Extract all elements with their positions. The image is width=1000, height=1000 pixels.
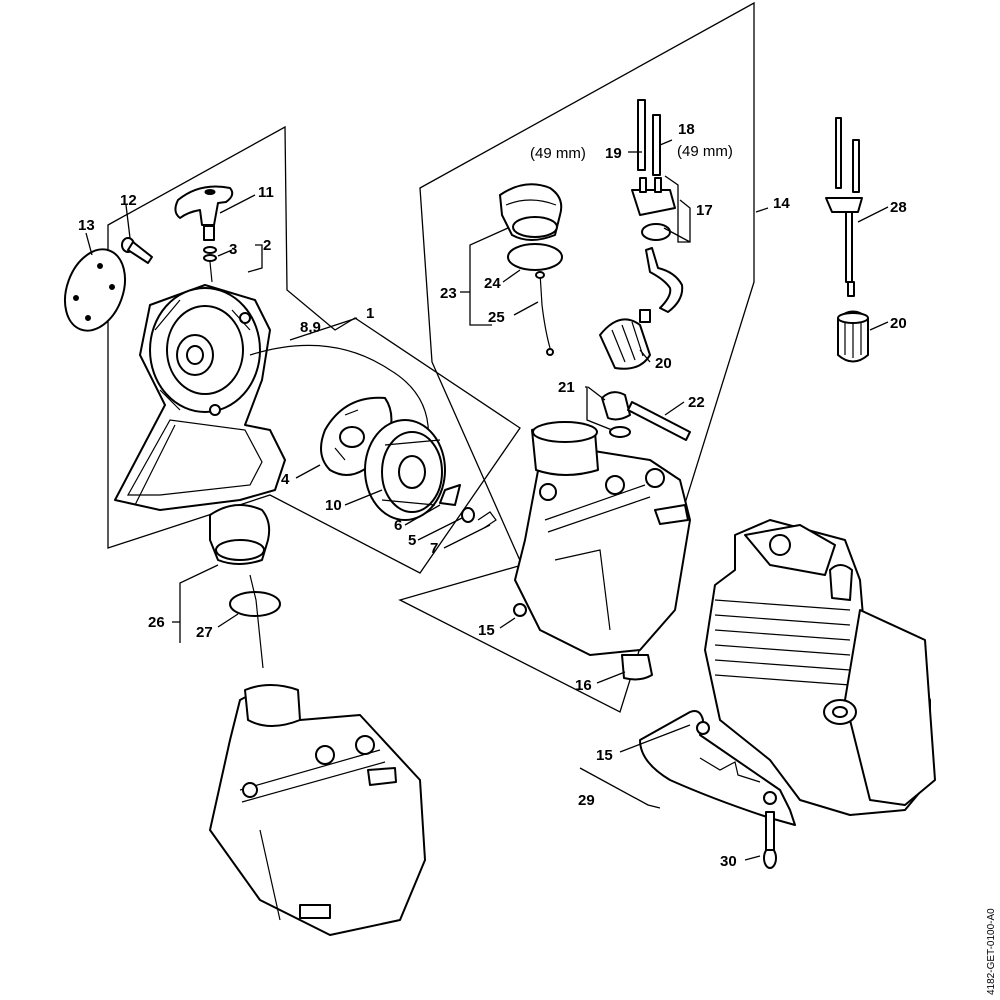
label-27: 27 — [196, 624, 213, 641]
screw-30 — [763, 811, 777, 869]
engine — [704, 519, 936, 816]
pawl — [439, 484, 461, 506]
label-5: 5 — [408, 532, 416, 549]
cap-seal — [507, 243, 563, 271]
cover-plate — [64, 248, 126, 332]
dimension-18: (49 mm) — [677, 143, 733, 160]
label-1: 1 — [366, 305, 374, 322]
tank-group-frame — [398, 1, 755, 713]
fuel-lines — [637, 99, 661, 176]
label-3: 3 — [229, 241, 237, 258]
label-20-right: 20 — [890, 315, 907, 332]
tank-fitting-16 — [621, 654, 653, 681]
fuel-filter — [599, 309, 651, 370]
label-26: 26 — [148, 614, 165, 631]
fuel-hose — [645, 247, 684, 313]
vent-tube — [627, 401, 691, 441]
label-30: 30 — [720, 853, 737, 870]
fuel-line-28 — [825, 117, 863, 297]
fuel-filter-right — [837, 310, 869, 363]
tank-vent — [601, 391, 631, 438]
spring-clip — [477, 511, 497, 529]
fuel-tank — [513, 421, 691, 656]
rope-rotor — [364, 419, 446, 521]
label-29: 29 — [578, 792, 595, 809]
label-18: 18 — [678, 121, 695, 138]
label-17: 17 — [696, 202, 713, 219]
tank-cap — [499, 183, 563, 241]
cap-seal-lower — [229, 591, 281, 617]
label-22: 22 — [688, 394, 705, 411]
label-16: 16 — [575, 677, 592, 694]
label-24: 24 — [484, 275, 501, 292]
label-2: 2 — [263, 237, 271, 254]
label-20: 20 — [655, 355, 672, 372]
leader-lines — [85, 139, 889, 861]
drawing-code: 4182-GET-0100-A0 — [986, 908, 997, 995]
label-14: 14 — [773, 195, 790, 212]
label-19: 19 — [605, 145, 622, 162]
label-6: 6 — [394, 517, 402, 534]
washer — [461, 507, 475, 523]
part-labels: 1 2 3 4 5 6 7 8,9 10 11 12 13 14 15 15 1… — [78, 121, 997, 995]
starter-cover — [114, 284, 286, 511]
fuel-tank-lower — [209, 684, 426, 936]
label-13: 13 — [78, 217, 95, 234]
label-11: 11 — [258, 184, 274, 201]
engine-cover-29 — [639, 710, 796, 826]
label-25: 25 — [488, 309, 505, 326]
screw-12 — [121, 237, 153, 264]
retainer-25 — [535, 271, 554, 356]
tank-cap-lower — [209, 504, 271, 565]
starter-grip — [174, 185, 234, 283]
label-23: 23 — [440, 285, 457, 302]
label-7: 7 — [430, 540, 438, 557]
nut-15b — [696, 721, 710, 735]
label-15: 15 — [478, 622, 495, 639]
label-21: 21 — [558, 379, 575, 396]
label-8-9: 8,9 — [300, 319, 321, 336]
fuel-fitting — [631, 177, 676, 241]
label-15-engine: 15 — [596, 747, 613, 764]
label-12: 12 — [120, 192, 137, 209]
dimension-19: (49 mm) — [530, 145, 586, 162]
label-28: 28 — [890, 199, 907, 216]
label-10: 10 — [325, 497, 342, 514]
label-4: 4 — [281, 471, 290, 488]
retainer-lower — [249, 574, 264, 669]
